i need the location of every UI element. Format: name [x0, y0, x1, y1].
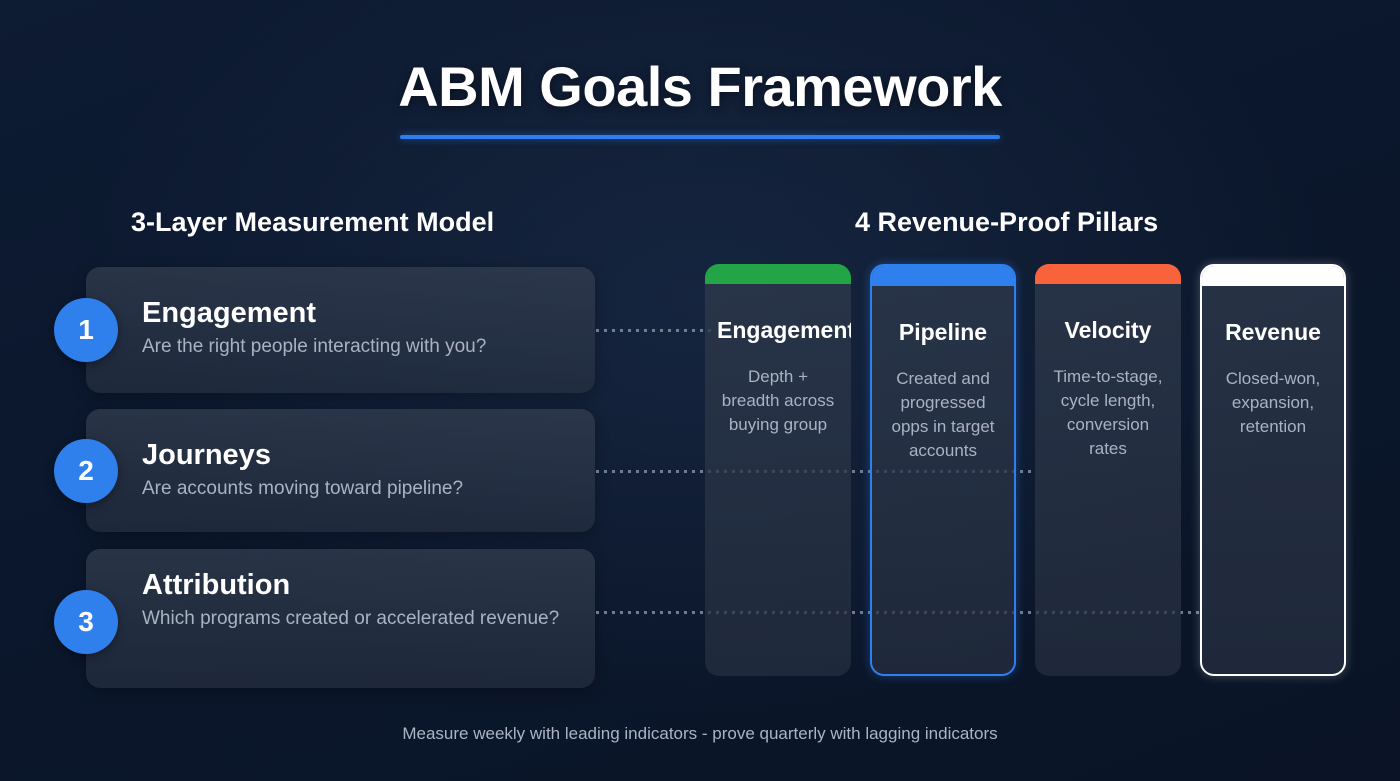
layer-text-engagement: Engagement Are the right people interact…	[142, 296, 582, 360]
pillar-body: Engagement Depth + breadth across buying…	[705, 284, 851, 437]
layer-question: Are the right people interacting with yo…	[142, 336, 487, 358]
pillar-cap-bar	[872, 266, 1014, 286]
pillar-title: Revenue	[1225, 319, 1321, 345]
pillar-card-velocity[interactable]: Velocity Time-to-stage, cycle length, co…	[1035, 264, 1181, 676]
layer-card-journeys[interactable]	[86, 409, 595, 532]
layer-text-attribution: Attribution Which programs created or ac…	[142, 568, 582, 632]
measurement-layers-group: 1 2 3 Engagement Are the right people in…	[54, 267, 595, 688]
pillar-description: Time-to-stage, cycle length, conversion …	[1053, 366, 1163, 458]
pillar-cap-bar	[1202, 266, 1344, 286]
title-block: ABM Goals Framework	[0, 55, 1400, 139]
connector-dotted-line-1	[596, 329, 711, 332]
pillar-title: Velocity	[1064, 317, 1152, 343]
layer-card-engagement[interactable]	[86, 267, 595, 393]
right-column-heading: 4 Revenue-Proof Pillars	[855, 207, 1159, 237]
pillar-cap-bar	[1035, 264, 1181, 284]
layer-title: Attribution	[142, 569, 291, 601]
revenue-proof-pillars-group: Engagement Depth + breadth across buying…	[705, 264, 1350, 676]
layer-card-attribution[interactable]	[86, 549, 595, 688]
pillar-title: Engagement	[717, 317, 851, 343]
layer-title: Journeys	[142, 439, 271, 471]
pillar-description: Closed-won, expansion, retention	[1225, 368, 1321, 436]
layer-number-badge-3: 3	[54, 590, 118, 654]
layer-number-badge-1: 1	[54, 298, 118, 362]
left-column-heading: 3-Layer Measurement Model	[131, 207, 495, 237]
pillar-description: Depth + breadth across buying group	[721, 366, 835, 434]
pillar-card-engagement[interactable]: Engagement Depth + breadth across buying…	[705, 264, 851, 676]
layer-title: Engagement	[142, 297, 317, 329]
layer-text-journeys: Journeys Are accounts moving toward pipe…	[142, 438, 582, 502]
pillar-body: Revenue Closed-won, expansion, retention	[1202, 286, 1344, 439]
pillar-body: Velocity Time-to-stage, cycle length, co…	[1035, 284, 1181, 461]
pillar-card-revenue[interactable]: Revenue Closed-won, expansion, retention	[1200, 264, 1346, 676]
layer-number-badge-2: 2	[54, 439, 118, 503]
layer-question: Are accounts moving toward pipeline?	[142, 478, 464, 500]
page-title: ABM Goals Framework	[398, 55, 1002, 118]
pillar-cap-bar	[705, 264, 851, 284]
pillar-body: Pipeline Created and progressed opps in …	[872, 286, 1014, 463]
pillar-card-pipeline[interactable]: Pipeline Created and progressed opps in …	[870, 264, 1016, 676]
pillar-title: Pipeline	[898, 319, 988, 345]
layer-question: Which programs created or accelerated re…	[142, 608, 560, 630]
title-underline-rule	[400, 134, 1000, 139]
pillar-description: Created and progressed opps in target ac…	[891, 368, 995, 460]
footer-note: Measure weekly with leading indicators -…	[402, 724, 998, 743]
